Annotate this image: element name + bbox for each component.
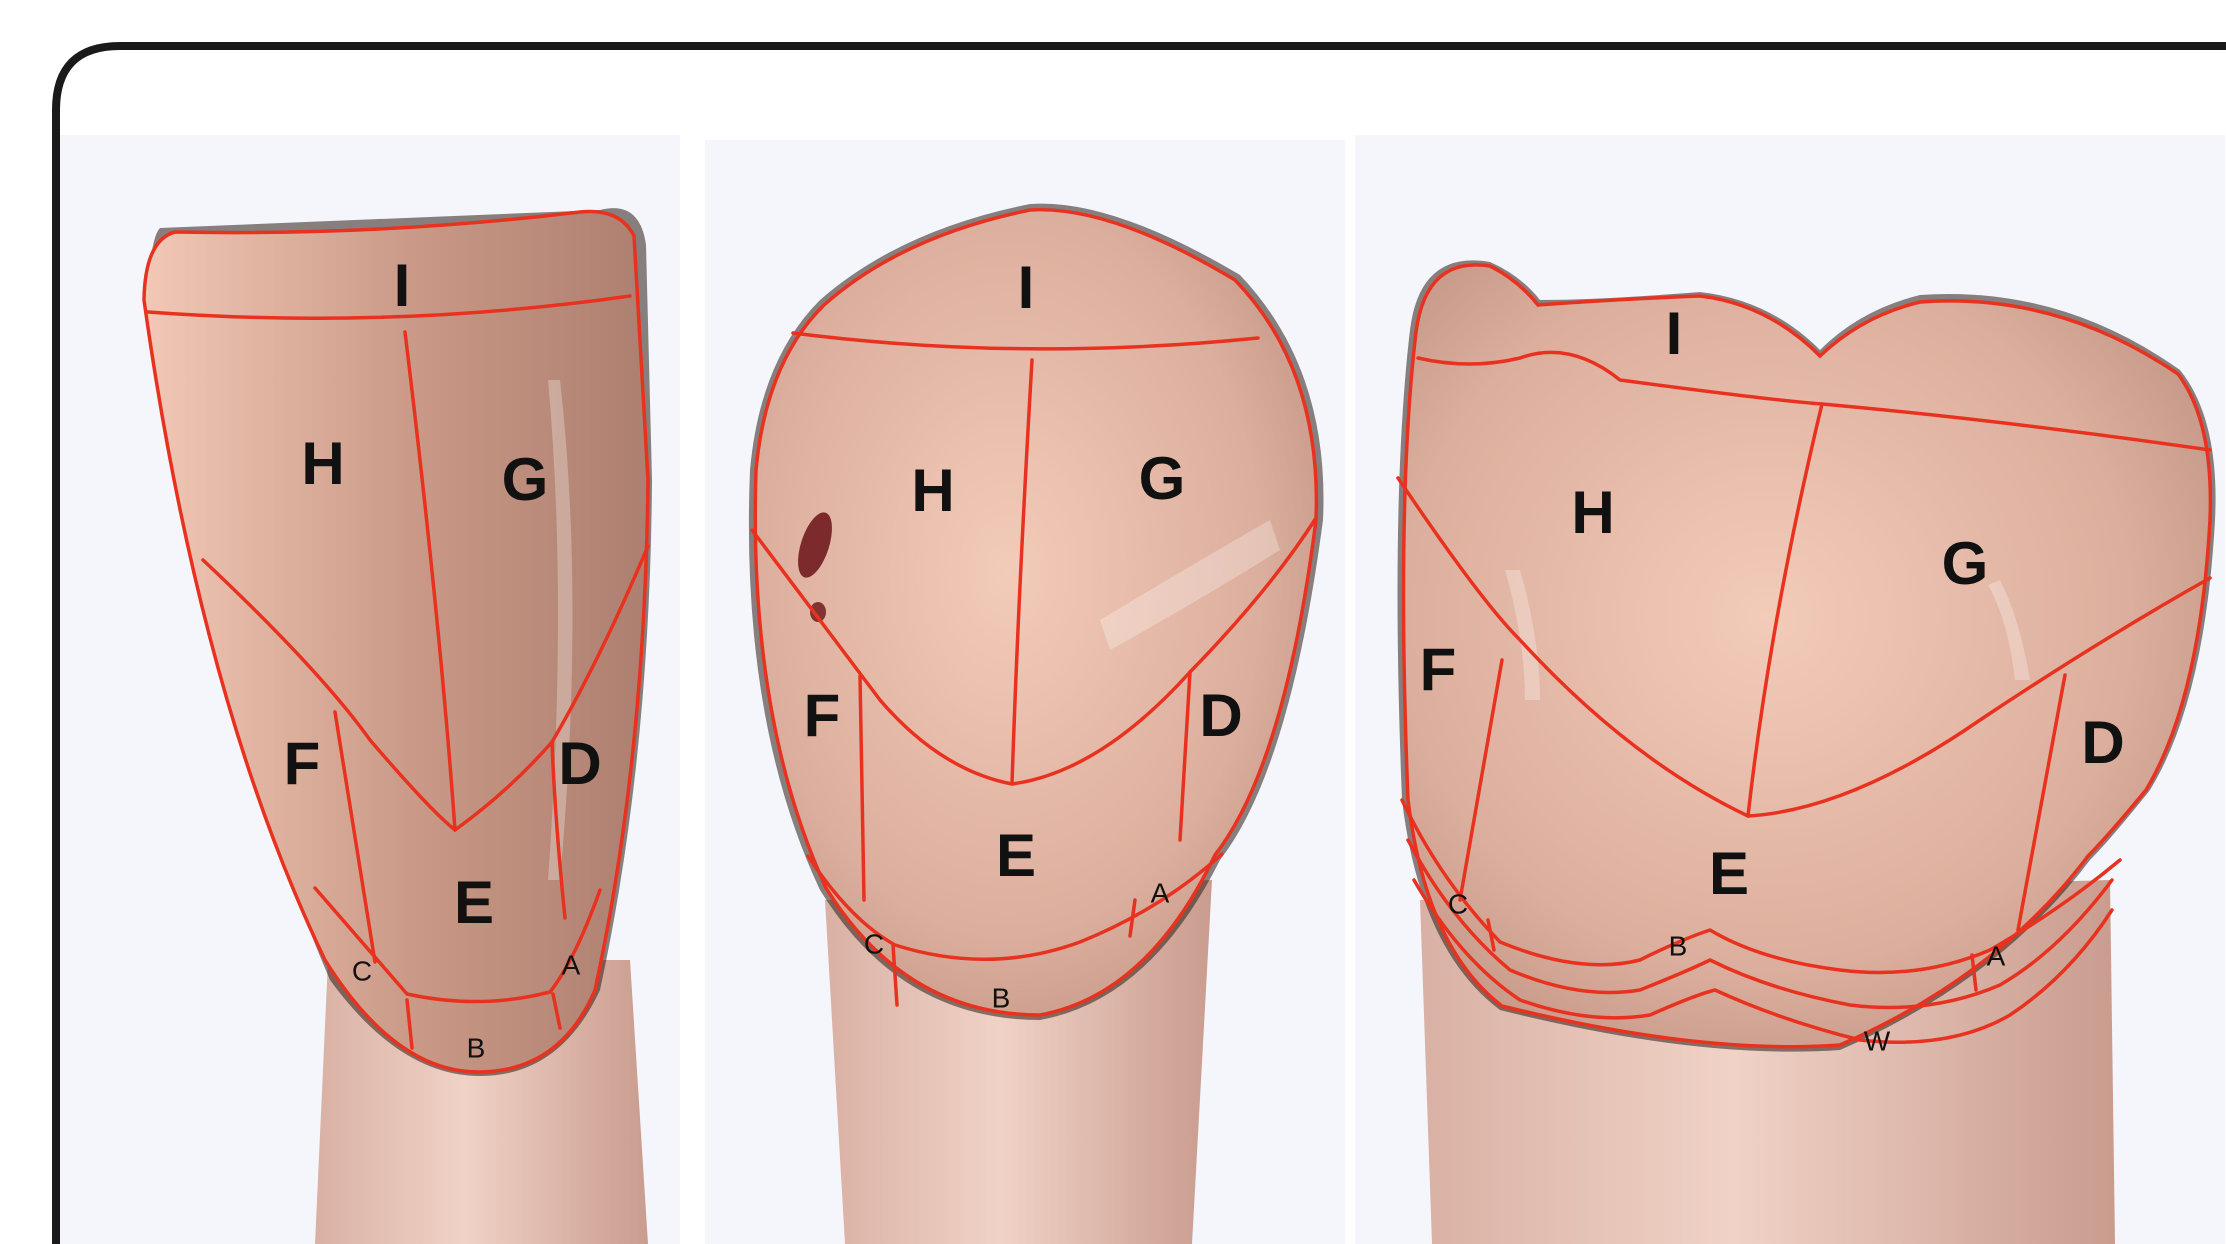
premolar-label-F: F (804, 682, 841, 749)
incisor-label-B: B (467, 1032, 486, 1063)
incisor-label-D: D (558, 730, 601, 797)
molar-label-D: D (2081, 709, 2124, 776)
premolar-label-D: D (1199, 682, 1242, 749)
incisor-label-G: G (502, 446, 549, 513)
premolar-label-H: H (911, 457, 954, 524)
premolar-label-E: E (996, 822, 1036, 889)
molar-label-E: E (1709, 840, 1749, 907)
premolar-label-C: C (864, 928, 884, 959)
incisor-label-F: F (284, 730, 321, 797)
incisor-label-C: C (352, 955, 372, 986)
incisor-label-I: I (394, 252, 411, 319)
molar-label-C: C (1448, 888, 1468, 919)
incisor-label-H: H (301, 430, 344, 497)
tooth-molar: I H G F D E C B A W (1398, 260, 2216, 1244)
premolar-label-B: B (992, 982, 1011, 1013)
molar-label-I: I (1666, 300, 1683, 367)
premolar-label-I: I (1018, 254, 1035, 321)
premolar-label-A: A (1151, 877, 1170, 908)
incisor-label-E: E (454, 869, 494, 936)
molar-label-B: B (1669, 930, 1688, 961)
molar-label-W: W (1864, 1025, 1891, 1056)
molar-label-F: F (1420, 636, 1457, 703)
molar-label-A: A (1987, 940, 2006, 971)
premolar-label-G: G (1139, 445, 1186, 512)
incisor-label-A: A (562, 949, 581, 980)
molar-label-G: G (1942, 530, 1989, 597)
molar-label-H: H (1571, 479, 1614, 546)
